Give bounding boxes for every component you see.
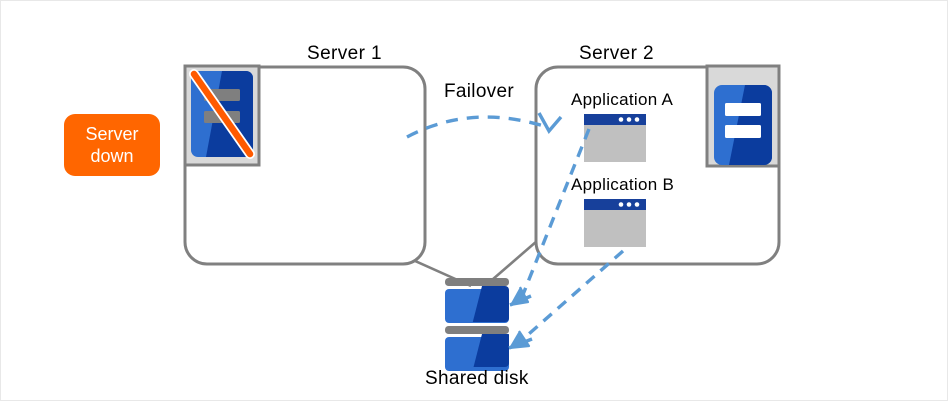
shared-disk-label: Shared disk [425,368,529,389]
app-window-icon-a [584,114,646,162]
status-badge: Server down [64,114,160,176]
status-badge-line1: Server [85,124,139,144]
status-badge-line2: down [90,146,134,166]
server-down-icon [183,64,261,167]
app-a-to-disk-arrow [509,128,591,307]
application-b-label: Application B [571,175,675,194]
server2-title: Server 2 [579,43,655,64]
failover-arrow [406,112,563,139]
server1-title: Server 1 [307,43,383,64]
server-active-icon [705,64,781,168]
failover-label: Failover [444,81,514,102]
app-b-to-disk-arrow [508,249,625,350]
shared-disk-icon [445,278,509,371]
application-a-label: Application A [571,90,674,109]
app-window-icon-b [584,199,646,247]
server2-to-disk-line [484,161,539,287]
